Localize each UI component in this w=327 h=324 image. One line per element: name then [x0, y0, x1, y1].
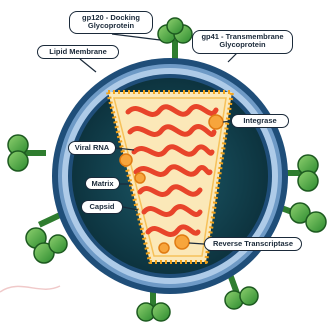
gp41-label-line2: Glycoprotein: [193, 41, 292, 49]
spike-top: [158, 18, 192, 62]
gp120-label-line2: Glycoprotein: [70, 22, 152, 30]
viral-rna-label: Viral RNA: [68, 141, 116, 155]
integrase-label: Integrase: [231, 114, 289, 128]
lipid-membrane-label: Lipid Membrane: [37, 45, 119, 59]
gp120-label: gp120 - Docking Glycoprotein: [69, 11, 153, 34]
reverse-transcriptase-label: Reverse Transcriptase: [204, 237, 302, 251]
matrix-label: Matrix: [85, 177, 120, 190]
watermark-swirl: [0, 286, 60, 292]
gp41-label: gp41 - Transmembrane Glycoprotein: [192, 30, 293, 54]
spike-left-upper: [8, 135, 46, 171]
capsid-label: Capsid: [81, 200, 123, 214]
